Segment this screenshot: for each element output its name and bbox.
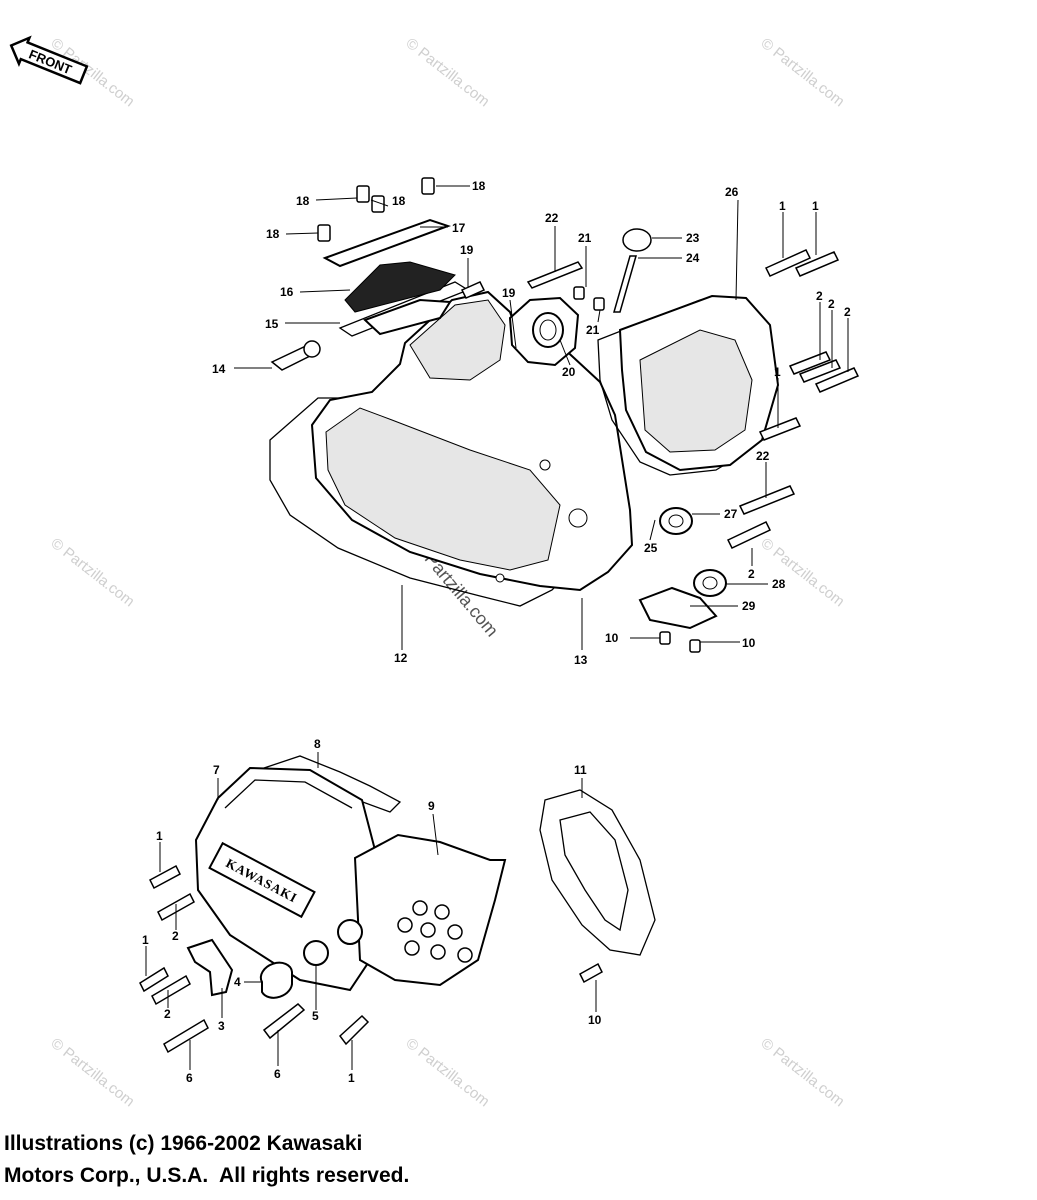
callout-21: 21 xyxy=(586,323,600,337)
callout-26: 26 xyxy=(725,185,739,199)
callout-25: 25 xyxy=(644,541,658,555)
gasket-11-inner xyxy=(559,811,629,932)
callout-1: 1 xyxy=(812,199,819,213)
callout-2: 2 xyxy=(164,1007,171,1021)
oil-seal-28 xyxy=(693,569,727,597)
callout-9: 9 xyxy=(428,799,435,813)
callout-1: 1 xyxy=(779,199,786,213)
callout-2: 2 xyxy=(748,567,755,581)
watermark: © Partzilla.com xyxy=(758,535,848,611)
callout-8: 8 xyxy=(314,737,321,751)
guard-9 xyxy=(353,833,507,987)
bolt-hole xyxy=(539,459,551,471)
callout-16: 16 xyxy=(280,285,294,299)
watermark: © Partzilla.com xyxy=(758,35,848,111)
callout-15: 15 xyxy=(265,317,279,331)
copyright-line-2: Motors Corp., U.S.A. All rights reserved… xyxy=(4,1164,410,1187)
gasket-11 xyxy=(539,789,656,956)
watermark: © Partzilla.com xyxy=(758,1035,848,1111)
guard-9-holes xyxy=(397,900,473,963)
watermark: © Partzilla.com xyxy=(48,1035,138,1111)
callout-10: 10 xyxy=(742,636,756,650)
cap-4 xyxy=(259,961,294,999)
callout-22: 22 xyxy=(545,211,559,225)
callout-7: 7 xyxy=(213,763,220,777)
crankcase-upper-port xyxy=(409,299,506,381)
callout-2: 2 xyxy=(172,929,179,943)
callout-14: 14 xyxy=(212,362,226,376)
callout-6: 6 xyxy=(186,1071,193,1085)
callout-labels: 18 18 18 18 17 16 15 14 19 19 20 22 21 2… xyxy=(142,179,851,1085)
callout-27: 27 xyxy=(724,507,738,521)
callout-19: 19 xyxy=(460,243,474,257)
callout-1: 1 xyxy=(774,365,781,379)
cover-7-edge xyxy=(224,779,353,809)
spigot-15 xyxy=(363,298,452,336)
callout-11: 11 xyxy=(574,763,587,777)
crankcase-inner-cavity xyxy=(325,407,561,571)
callout-18: 18 xyxy=(296,194,310,208)
callout-6: 6 xyxy=(274,1067,281,1081)
bracket-3 xyxy=(186,938,234,997)
callout-19: 19 xyxy=(502,286,516,300)
callout-24: 24 xyxy=(686,251,700,265)
callout-1: 1 xyxy=(156,829,163,843)
boss-hole xyxy=(337,919,363,945)
bolt-hole xyxy=(495,573,505,583)
watermark: © Partzilla.com xyxy=(403,35,493,111)
callout-12: 12 xyxy=(394,651,408,665)
callout-2: 2 xyxy=(816,289,823,303)
watermark: © Partzilla.com xyxy=(403,1035,493,1111)
callout-3: 3 xyxy=(218,1019,225,1033)
callout-17: 17 xyxy=(452,221,466,235)
callout-22: 22 xyxy=(756,449,770,463)
plate-29 xyxy=(638,586,718,630)
callout-leaders xyxy=(145,185,849,1070)
callout-21: 21 xyxy=(578,231,592,245)
callout-20: 20 xyxy=(562,365,576,379)
breather-16 xyxy=(344,261,456,313)
bolt-hole xyxy=(568,508,588,528)
callout-23: 23 xyxy=(686,231,700,245)
callout-28: 28 xyxy=(772,577,786,591)
callout-1: 1 xyxy=(142,933,149,947)
callout-18: 18 xyxy=(472,179,486,193)
callout-4: 4 xyxy=(234,975,241,989)
copyright-notice: Illustrations (c) 1966-2002 Kawasaki Mot… xyxy=(4,1128,604,1192)
callout-2: 2 xyxy=(828,297,835,311)
callout-5: 5 xyxy=(312,1009,319,1023)
callout-10: 10 xyxy=(605,631,619,645)
callout-10: 10 xyxy=(588,1013,602,1027)
callout-18: 18 xyxy=(392,194,406,208)
oil-seal-5 xyxy=(303,940,329,966)
oil-seal-27 xyxy=(659,507,693,535)
copyright-line-1: Illustrations (c) 1966-2002 Kawasaki xyxy=(4,1132,363,1155)
bolt-icons-lower xyxy=(139,864,603,1054)
oil-seal-20 xyxy=(508,296,580,367)
watermark: © Partzilla.com xyxy=(48,535,138,611)
callout-29: 29 xyxy=(742,599,756,613)
callout-2: 2 xyxy=(844,305,851,319)
callout-18: 18 xyxy=(266,227,280,241)
callout-1: 1 xyxy=(348,1071,355,1085)
cover-26-inner xyxy=(639,329,753,453)
plate-17 xyxy=(322,218,452,268)
callout-13: 13 xyxy=(574,653,588,667)
bolt-icons xyxy=(270,177,860,653)
